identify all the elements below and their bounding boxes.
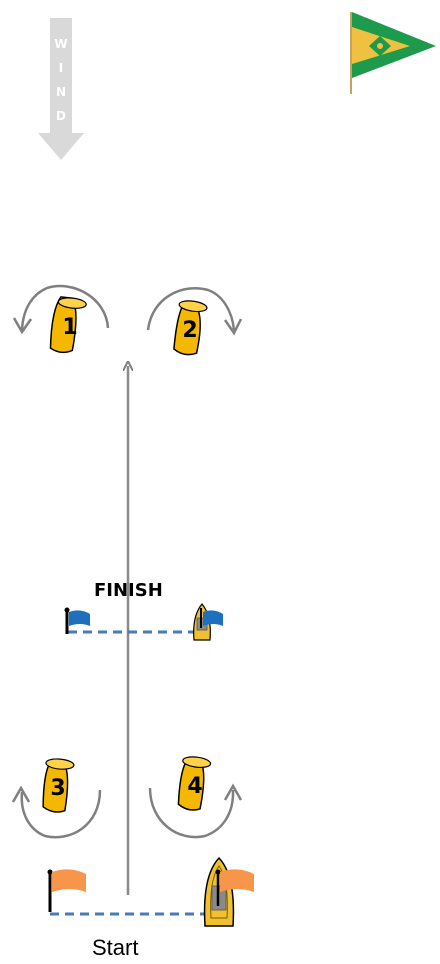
finish-boat-icon xyxy=(193,603,223,641)
mark-number: 1 xyxy=(62,315,77,340)
rounding-arrow-ccw-icon xyxy=(20,284,110,331)
wind-letter: W xyxy=(54,37,67,51)
wind-arrow: W I N D xyxy=(38,18,84,160)
arrowhead-icon xyxy=(11,785,31,803)
mark-4: 4 xyxy=(148,756,243,839)
finish-label: FINISH xyxy=(94,580,163,601)
rounding-arrow-cw-icon xyxy=(148,787,235,839)
wind-letter: D xyxy=(56,109,66,123)
start-boat-icon xyxy=(203,856,254,927)
mark-2: 2 xyxy=(146,287,243,356)
club-burgee-icon xyxy=(350,12,436,94)
wind-letter: I xyxy=(59,61,63,75)
start-label: Start xyxy=(92,935,139,960)
mark-3: 3 xyxy=(11,758,102,839)
mark-number: 4 xyxy=(187,774,202,799)
mark-number: 2 xyxy=(182,318,197,343)
rounding-arrow-ccw-icon xyxy=(20,789,102,839)
mark-number: 3 xyxy=(50,776,65,801)
arrowhead-icon xyxy=(12,317,33,335)
wind-letter: N xyxy=(56,85,66,99)
arrowhead-icon xyxy=(223,318,243,336)
mark-1: 1 xyxy=(12,284,110,354)
finish-line xyxy=(64,607,200,634)
rounding-arrow-cw-icon xyxy=(146,287,236,331)
arrowhead-icon xyxy=(223,783,243,801)
start-line xyxy=(47,869,212,916)
